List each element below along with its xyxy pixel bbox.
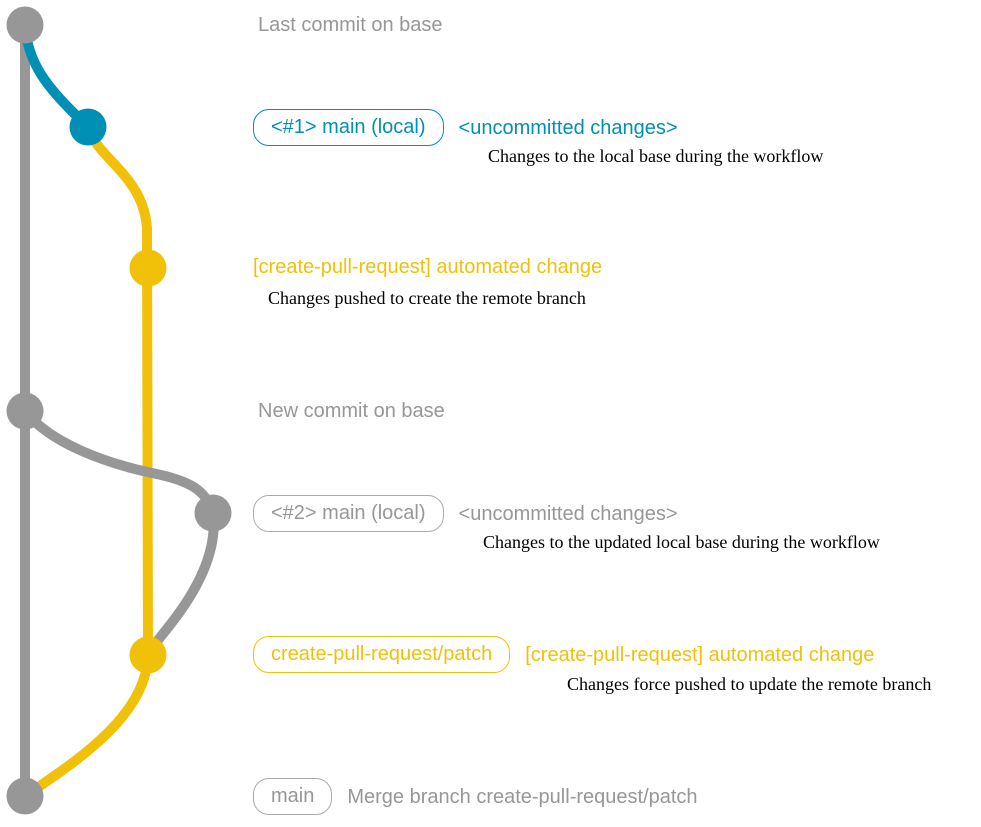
row-merge: main Merge branch create-pull-request/pa… xyxy=(253,778,698,815)
branch-badge-patch: create-pull-request/patch xyxy=(253,636,511,673)
note-uncommitted-1: Changes to the local base during the wor… xyxy=(488,146,824,166)
note-automated-2: Changes force pushed to update the remot… xyxy=(567,674,932,694)
branch-badge-main-local-2: <#2> main (local) xyxy=(253,495,444,532)
note-automated-1: Changes pushed to create the remote bran… xyxy=(268,288,586,308)
commit-node-main-local-2 xyxy=(194,494,232,532)
git-graph xyxy=(6,6,232,815)
branch-badge-main: main xyxy=(253,778,333,815)
patch-branch-line xyxy=(83,122,153,660)
commit-node-automated-change-1 xyxy=(129,249,167,287)
commit-message-uncommitted-1: <uncommitted changes> xyxy=(458,116,678,139)
main-local-2-branch-line xyxy=(20,406,218,518)
commit-node-new-on-base xyxy=(6,392,44,430)
rebase-line xyxy=(143,508,219,663)
note-uncommitted-2: Changes to the updated local base during… xyxy=(483,532,880,552)
commit-message-merge: Merge branch create-pull-request/patch xyxy=(347,785,698,808)
patch-merge-line xyxy=(22,650,153,800)
commit-message-automated-2: [create-pull-request] automated change xyxy=(525,643,875,666)
row-main-local-1: <#1> main (local) <uncommitted changes> xyxy=(253,109,678,146)
commit-node-automated-change-2 xyxy=(129,636,167,674)
commit-node-last-on-base xyxy=(6,6,44,44)
commit-message-uncommitted-2: <uncommitted changes> xyxy=(458,502,678,525)
row-main-local-2: <#2> main (local) <uncommitted changes> xyxy=(253,495,678,532)
commit-message-automated-1: [create-pull-request] automated change xyxy=(253,256,603,278)
commit-node-merge xyxy=(6,777,44,815)
commit-message-last-on-base: Last commit on base xyxy=(258,14,443,36)
branch-badge-main-local-1: <#1> main (local) xyxy=(253,109,444,146)
row-patch-branch: create-pull-request/patch [create-pull-r… xyxy=(253,636,874,673)
commit-node-main-local-1 xyxy=(69,108,107,146)
commit-message-new-on-base: New commit on base xyxy=(258,400,445,422)
